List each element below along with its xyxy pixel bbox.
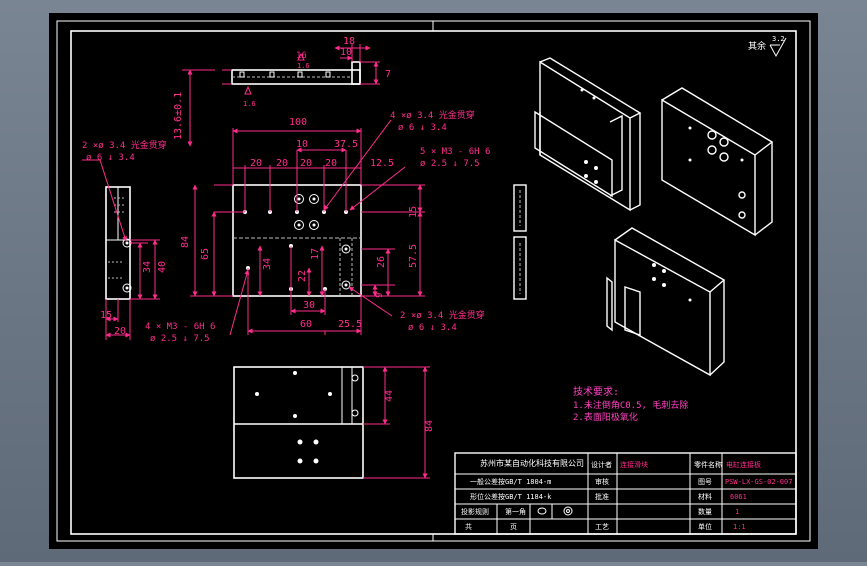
dim-front-20d: 20: [325, 158, 337, 169]
top-view: [182, 44, 380, 147]
tb-val-unit: 1:1: [733, 523, 746, 531]
dim-front-25-5: 25.5: [338, 319, 362, 330]
dim-top-7: 7: [385, 69, 391, 80]
dim-top-10: 10: [340, 47, 352, 58]
tb-val-qty: 1: [735, 508, 739, 516]
dim-front-9: 9: [375, 293, 385, 298]
narrow-side-view: [513, 184, 527, 300]
dim-front-34: 34: [262, 258, 273, 270]
note-cbore-bottom: ø 6 ↓ 3.4: [408, 323, 457, 333]
tech-req-line-2: 2.表面阳极氧化: [573, 411, 638, 423]
note-holes-top: 4 ×ø 3.4 光金贯穿: [390, 109, 475, 121]
iso-view-3: [606, 227, 726, 377]
dim-top-1-6a: 1.6: [243, 100, 256, 108]
dim-front-12-5: 12.5: [370, 158, 394, 169]
dim-front-37-5: 37.5: [334, 139, 358, 150]
dim-top-1-6b: 1.6: [297, 62, 310, 70]
note-thread-4x: 4 × M3 - 6H 6: [145, 322, 215, 332]
dim-front-17: 17: [310, 248, 321, 260]
dim-front-20a: 20: [250, 158, 262, 169]
dim-top-18: 18: [343, 36, 355, 47]
tb-val-drawno: PSW-LX-GS-02-007: [725, 478, 792, 486]
bottom-view: [233, 366, 430, 479]
tb-lbl-name: 零件名称: [694, 460, 722, 469]
dim-front-20b: 20: [276, 158, 288, 169]
tech-req-line-1: 1.未注倒角C0.5, 毛刺去除: [573, 399, 688, 411]
dim-front-57-5: 57.5: [408, 244, 419, 268]
dim-top-16: 16: [296, 51, 307, 61]
note-thread-5x: 5 × M3 - 6H 6: [420, 147, 490, 157]
note-drill-5x: ø 2.5 ↓ 7.5: [420, 159, 480, 169]
dim-side-15: 15: [100, 310, 112, 321]
dim-bottom-84: 84: [424, 420, 435, 432]
tb-page: 页: [510, 523, 517, 531]
dim-front-22: 22: [297, 270, 308, 282]
dim-front-84: 84: [180, 236, 191, 248]
tb-total: 共: [465, 522, 472, 531]
roughness-symbol: 其余 3.2: [748, 35, 787, 58]
tb-lbl-drawno: 图号: [698, 478, 712, 486]
note-side-cbore: ø 6 ↓ 3.4: [86, 153, 135, 163]
tb-lbl-review: 审核: [595, 477, 609, 486]
dim-front-26: 26: [376, 256, 387, 268]
dim-front-100: 100: [289, 117, 307, 128]
iso-view-1: [534, 57, 642, 212]
tb-lbl-approve: 批准: [595, 492, 609, 501]
dim-front-20c: 20: [300, 158, 312, 169]
side-view: [82, 159, 160, 340]
dim-front-30: 30: [303, 300, 315, 311]
front-view: [190, 119, 425, 336]
tb-lbl-material: 材料: [698, 492, 712, 501]
tb-lbl-unit: 单位: [698, 522, 712, 531]
dim-front-60: 60: [300, 319, 312, 330]
note-drill-4x: ø 2.5 ↓ 7.5: [150, 334, 210, 344]
tech-req-title: 技术要求:: [573, 385, 619, 398]
tb-val-name: 电缸连接板: [726, 460, 761, 469]
dim-front-65: 65: [200, 248, 211, 260]
note-holes-bottom: 2 ×ø 3.4 光金贯穿: [400, 309, 485, 321]
dim-side-20: 20: [114, 326, 126, 337]
tb-val-design: 连接滑块: [620, 460, 648, 469]
tb-lbl-qty: 数量: [698, 507, 712, 516]
dim-side-40: 40: [157, 261, 168, 273]
dim-side-34: 34: [142, 261, 153, 273]
tb-lbl-process: 工艺: [595, 523, 609, 531]
tb-lbl-design: 设计者: [591, 460, 612, 469]
note-side-holes: 2 ×ø 3.4 光金贯穿: [82, 139, 167, 151]
tb-projection-value: 第一角: [505, 507, 526, 516]
tb-projection-label: 投影规则: [461, 507, 489, 516]
dim-top-13-6: 13.6±0.1: [173, 92, 184, 140]
dim-front-10: 10: [296, 139, 308, 150]
tb-geo-tol: 形位公差按GB/T 1184-k: [470, 492, 552, 501]
dim-bottom-44: 44: [384, 390, 395, 402]
dim-front-15: 15: [408, 206, 419, 218]
roughness-value: 3.2: [772, 35, 785, 43]
tb-val-material: 6061: [730, 493, 747, 501]
roughness-prefix: 其余: [748, 40, 766, 52]
iso-view-2: [661, 87, 774, 237]
tb-company: 苏州市某自动化科技有限公司: [480, 458, 584, 468]
tb-general-tol: 一般公差按GB/T 1804-m: [470, 477, 551, 486]
note-cbore-top: ø 6 ↓ 3.4: [398, 123, 447, 133]
title-block: [454, 452, 797, 535]
